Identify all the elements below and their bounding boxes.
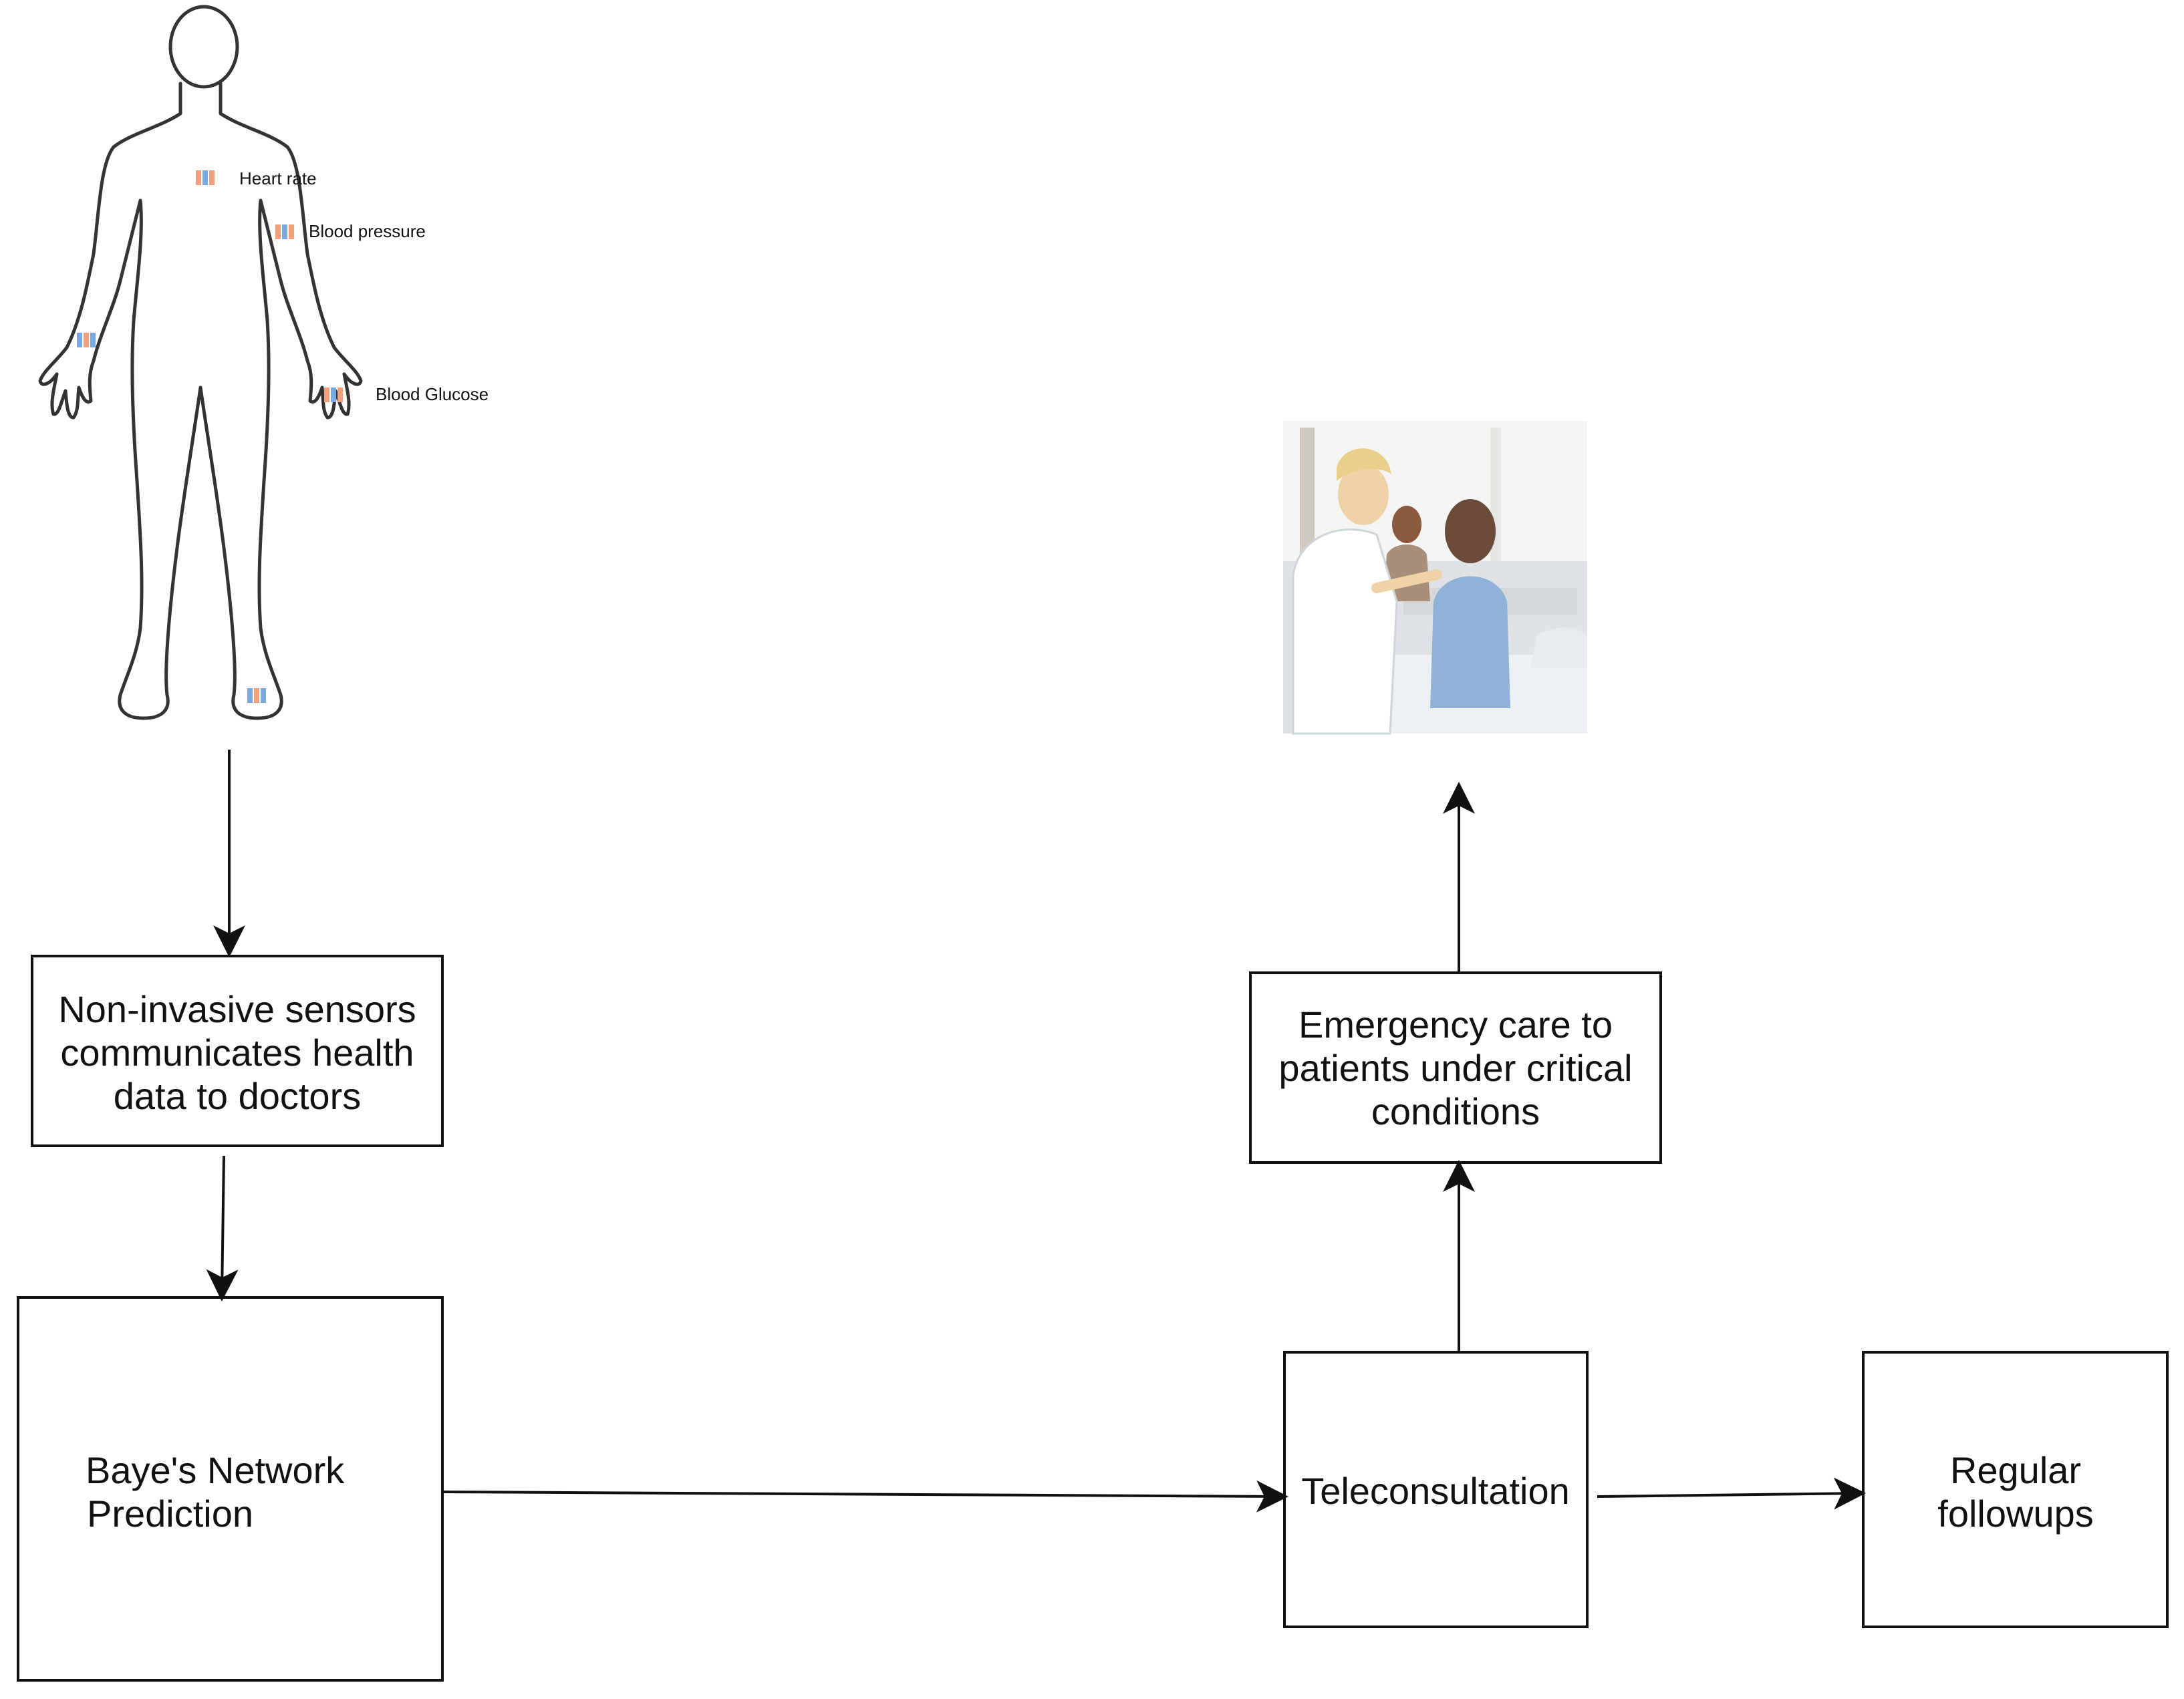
arrow-teleconsultation-to-followups	[1597, 1477, 1866, 1510]
emergency-box-line-1: Emergency care to	[1299, 1003, 1613, 1046]
blood-glucose-label: Blood Glucose	[376, 384, 489, 404]
sensors-box-line-3: data to doctors	[114, 1075, 361, 1117]
doctor-patient-photo-icon	[1283, 421, 1587, 735]
heart-rate-sensor-icon	[196, 170, 215, 185]
sensors-box-line-1: Non-invasive sensors	[58, 988, 416, 1030]
followups-box-line-2: followups	[1937, 1493, 2093, 1535]
bayes-box-line-2: Prediction	[87, 1493, 253, 1535]
blood-pressure-label: Blood pressure	[309, 221, 426, 241]
wrist-sensor-icon	[77, 333, 96, 347]
sensors-box-line-2: communicates health	[60, 1032, 414, 1074]
sensor-patches	[77, 170, 343, 703]
blood-pressure-sensor-icon	[275, 224, 294, 239]
blood-glucose-sensor-icon	[324, 388, 343, 402]
heart-rate-label: Heart rate	[239, 168, 317, 188]
ankle-sensor-icon	[247, 688, 266, 703]
emergency-box-line-2: patients under critical	[1278, 1047, 1632, 1089]
arrow-sensors-to-bayes	[206, 1155, 239, 1301]
emergency-box-line-3: conditions	[1371, 1090, 1540, 1132]
arrow-bayes-to-teleconsultation	[442, 1480, 1288, 1513]
bayes-box-line-1: Baye's Network	[86, 1449, 345, 1491]
teleconsultation-label: Teleconsultation	[1301, 1470, 1570, 1512]
human-body-outline-icon	[38, 5, 363, 720]
followups-box-line-1: Regular	[1950, 1449, 2081, 1491]
